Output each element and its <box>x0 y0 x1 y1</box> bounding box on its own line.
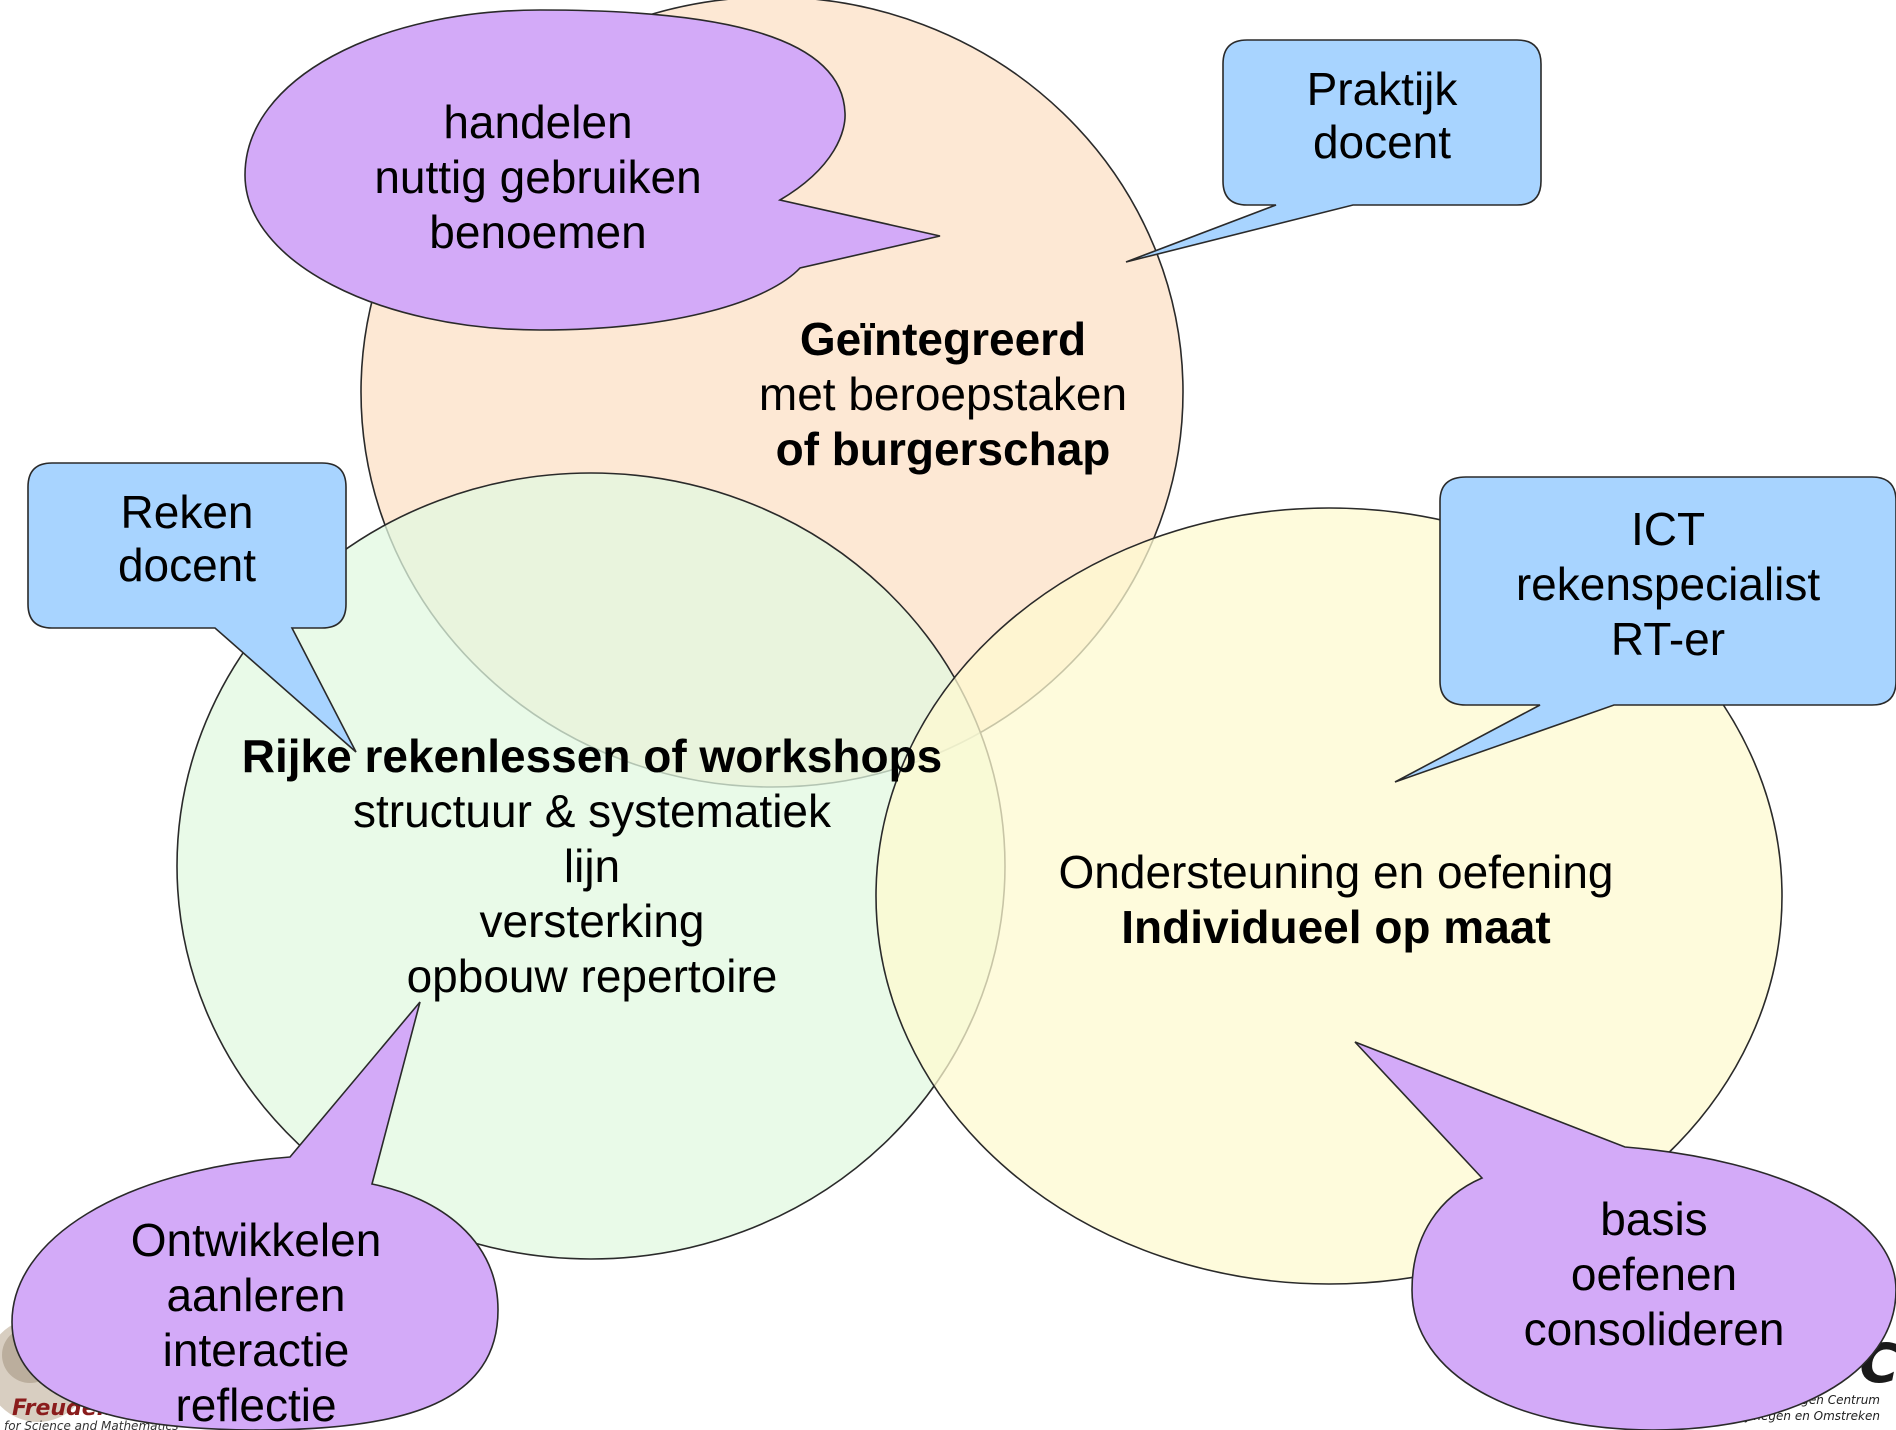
callout-praktijk <box>1125 39 1542 263</box>
oval-handelen-text: handelen nuttig gebruiken benoemen <box>374 96 701 258</box>
circle-rich-lessons-text: Rijke rekenlessen of workshops structuur… <box>242 730 943 1002</box>
circle-support-line: Ondersteuning en oefening <box>1059 846 1614 898</box>
callout-reken-text: Reken docent <box>118 486 256 591</box>
callout-praktijk-line: docent <box>1313 116 1451 168</box>
oval-ontwikkelen-line: Ontwikkelen <box>131 1214 382 1266</box>
oval-ontwikkelen-line: aanleren <box>166 1269 345 1321</box>
callout-reken <box>27 462 357 753</box>
circle-integrated-text: Geïntegreerd met beroepstaken of burgers… <box>759 313 1127 475</box>
circle-rich-lessons-line: Rijke rekenlessen of workshops <box>242 730 943 782</box>
circle-rich-lessons-line: structuur & systematiek <box>353 785 832 837</box>
callout-praktijk-line: Praktijk <box>1307 63 1459 115</box>
callout-ict-line: ICT <box>1631 503 1705 555</box>
oval-basis-line: consolideren <box>1524 1303 1785 1355</box>
oval-handelen-line: nuttig gebruiken <box>374 151 701 203</box>
circle-support-text: Ondersteuning en oefening Individueel op… <box>1059 846 1614 953</box>
circle-integrated-line: of burgerschap <box>776 423 1111 475</box>
callout-ict <box>1394 476 1896 783</box>
oval-basis-line: oefenen <box>1571 1248 1737 1300</box>
freudenthal-tagline: for Science and Mathematics <box>4 1419 178 1430</box>
oval-ontwikkelen-line: interactie <box>163 1324 350 1376</box>
circle-support-line: Individueel op maat <box>1121 901 1550 953</box>
oval-ontwikkelen-line: reflectie <box>175 1379 336 1430</box>
callout-praktijk-text: Praktijk docent <box>1307 63 1459 168</box>
oval-ontwikkelen-text: Ontwikkelen aanleren interactie reflecti… <box>131 1214 382 1430</box>
oval-callout-handelen <box>244 9 941 331</box>
circle-rich-lessons-line: opbouw repertoire <box>407 950 778 1002</box>
circle-rich-lessons-line: versterking <box>480 895 705 947</box>
oval-callout-basis <box>1354 1041 1896 1430</box>
circle-integrated-line: met beroepstaken <box>759 368 1127 420</box>
oval-handelen-line: handelen <box>443 96 632 148</box>
callout-ict-line: RT-er <box>1611 613 1725 665</box>
oval-basis-line: basis <box>1600 1193 1707 1245</box>
callout-reken-line: Reken <box>121 486 254 538</box>
callout-ict-text: ICT rekenspecialist RT-er <box>1516 503 1820 665</box>
oval-callout-ontwikkelen <box>11 1001 499 1430</box>
oval-handelen-line: benoemen <box>429 206 646 258</box>
oval-basis-text: basis oefenen consolideren <box>1524 1193 1785 1355</box>
circle-rich-lessons-line: lijn <box>564 840 620 892</box>
circle-integrated-line: Geïntegreerd <box>800 313 1086 365</box>
callout-reken-line: docent <box>118 539 256 591</box>
callout-ict-line: rekenspecialist <box>1516 558 1820 610</box>
